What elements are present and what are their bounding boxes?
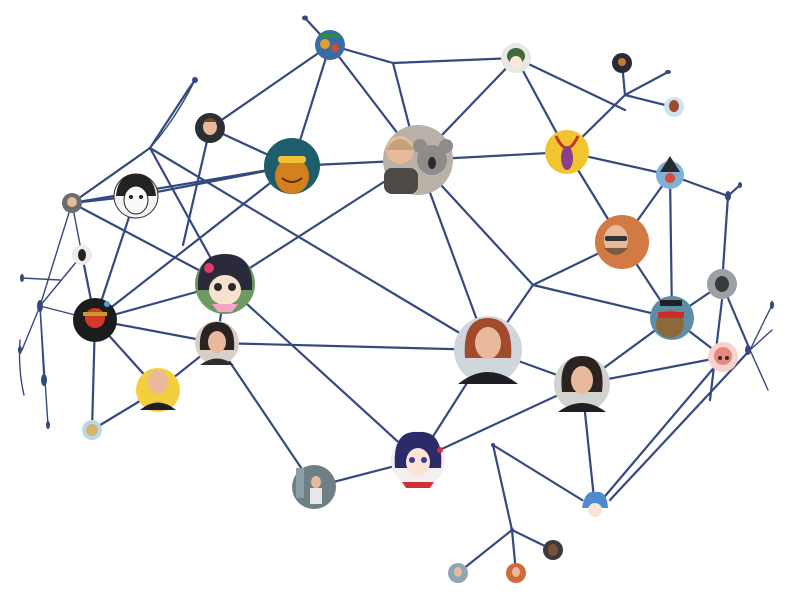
avatar-sketch-face[interactable]	[113, 173, 159, 219]
terminal-dot	[738, 182, 742, 188]
edge	[181, 126, 212, 247]
terminal-dot	[665, 70, 671, 74]
edge	[456, 528, 514, 575]
avatar-small-bottom-3[interactable]	[543, 540, 563, 560]
edge	[668, 173, 674, 320]
edge	[593, 355, 725, 510]
edge	[148, 88, 190, 150]
edge	[623, 70, 670, 97]
avatar-koala[interactable]	[383, 125, 453, 195]
avatar-small-woman-left[interactable]	[72, 245, 92, 265]
edge	[749, 329, 773, 351]
edge	[39, 202, 73, 307]
edge	[391, 56, 518, 65]
avatar-layer	[62, 30, 738, 583]
avatar-woman-dark-hair-right[interactable]	[554, 356, 610, 412]
edge	[18, 339, 25, 396]
avatar-small-bottom-1[interactable]	[448, 563, 468, 583]
edge	[208, 43, 332, 130]
avatar-small-man-left[interactable]	[62, 193, 82, 213]
avatar-anime-blue-hair[interactable]	[581, 491, 609, 522]
terminal-dot	[302, 15, 308, 21]
terminal-dot	[192, 77, 198, 83]
edge	[93, 164, 294, 322]
terminal-dot	[46, 421, 50, 429]
terminal-dot	[725, 191, 731, 201]
avatar-colorful-mural[interactable]	[315, 30, 345, 60]
avatar-pink-anime[interactable]	[708, 342, 738, 372]
edge	[215, 341, 316, 489]
edge	[223, 282, 420, 462]
terminal-dot	[41, 374, 47, 386]
avatar-orange-character[interactable]	[264, 138, 320, 194]
avatar-bald-man[interactable]	[136, 368, 180, 412]
edge	[21, 277, 61, 281]
avatar-ape-sunglasses[interactable]	[650, 296, 694, 340]
edge	[215, 341, 490, 352]
edge	[416, 382, 584, 462]
edge	[491, 443, 597, 510]
terminal-dot	[20, 274, 24, 282]
terminal-dot	[770, 301, 774, 309]
edge	[39, 254, 83, 307]
avatar-anime-flower-girl[interactable]	[195, 254, 255, 314]
avatar-small-anime-bottom-left[interactable]	[82, 420, 102, 440]
terminal-dot	[745, 345, 751, 355]
avatar-red-ape[interactable]	[73, 298, 117, 342]
edge	[531, 283, 674, 320]
edge	[70, 164, 294, 205]
edge	[149, 79, 196, 149]
avatar-red-hair-woman[interactable]	[454, 316, 522, 384]
avatar-witch[interactable]	[656, 156, 684, 189]
avatar-tiny-dark-top-right[interactable]	[612, 53, 632, 73]
terminal-dot	[510, 528, 514, 532]
edge	[608, 348, 752, 502]
avatar-small-bottom-2[interactable]	[506, 563, 526, 583]
terminal-dot	[37, 300, 43, 312]
avatar-small-woman-top-right[interactable]	[664, 97, 684, 117]
avatar-yellow-art[interactable]	[545, 130, 589, 174]
terminal-dot	[18, 346, 22, 354]
terminal-dots	[18, 15, 774, 532]
avatar-anime-girl-tiara[interactable]	[391, 431, 445, 488]
avatar-woman-smiling-left[interactable]	[195, 321, 239, 365]
edge	[491, 443, 514, 532]
edge	[749, 304, 773, 351]
avatar-grey-man[interactable]	[707, 269, 737, 299]
edge	[70, 146, 152, 205]
avatar-bearded-man-glasses[interactable]	[595, 215, 649, 269]
terminal-dot	[491, 443, 495, 447]
avatar-man-street[interactable]	[292, 465, 336, 509]
avatar-man-top-left[interactable]	[195, 113, 225, 143]
edge	[514, 56, 627, 112]
edge	[39, 305, 49, 426]
edge	[21, 305, 41, 351]
edge-layer	[18, 16, 773, 575]
edge	[749, 349, 769, 391]
avatar-anime-green-top[interactable]	[501, 43, 531, 73]
